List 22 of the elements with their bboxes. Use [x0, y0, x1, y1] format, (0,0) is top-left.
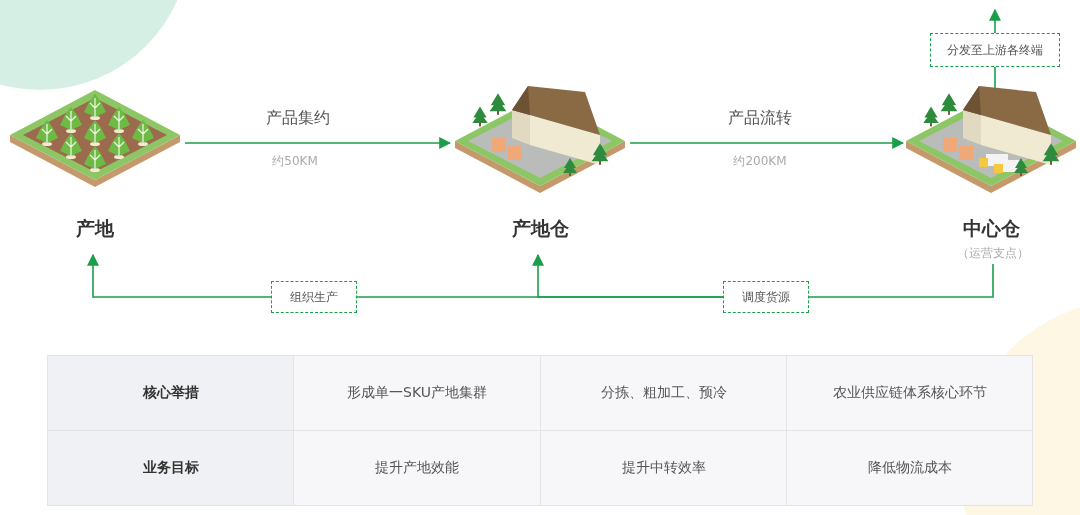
table-cell: 提升产地效能 — [293, 430, 541, 506]
arrow — [184, 137, 452, 149]
dashed-label-box: 分发至上游各终端 — [930, 33, 1060, 67]
place-name: 产地仓 — [510, 216, 570, 241]
place-name: 中心仓 — [961, 216, 1021, 241]
table-cell: 提升中转效率 — [540, 430, 787, 506]
row-header: 业务目标 — [47, 430, 294, 506]
place-name: 产地 — [75, 216, 115, 241]
arrow — [989, 8, 1001, 34]
table-cell: 农业供应链体系核心环节 — [786, 355, 1033, 431]
distance-label: 约50KM — [272, 153, 318, 170]
table-cell: 降低物流成本 — [786, 430, 1033, 506]
table-cell: 形成单一SKU产地集群 — [293, 355, 541, 431]
arrow — [629, 137, 905, 149]
arrow — [87, 253, 272, 298]
row-header: 核心举措 — [47, 355, 294, 431]
edge-label: 产品流转 — [725, 108, 795, 129]
dashed-label-box: 组织生产 — [271, 281, 357, 313]
dashed-label-box: 调度货源 — [723, 281, 809, 313]
distance-label: 约200KM — [733, 153, 787, 170]
note-text: （运营支点） — [957, 245, 1029, 262]
table-cell: 分拣、粗加工、预冷 — [540, 355, 787, 431]
